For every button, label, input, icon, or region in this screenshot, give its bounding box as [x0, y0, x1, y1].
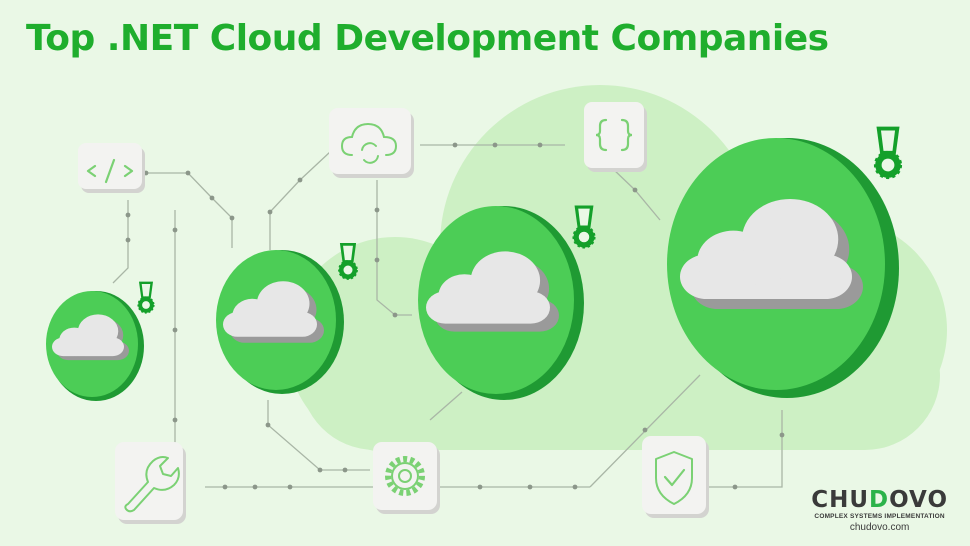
cloud-badge-2	[216, 250, 344, 394]
brand-name-start: CHU	[811, 487, 870, 513]
brand-name-end: OVO	[889, 487, 948, 513]
brand-tagline: COMPLEX SYSTEMS IMPLEMENTATION	[814, 513, 945, 520]
medal-icon	[136, 280, 156, 315]
cloud-sync-icon	[329, 108, 414, 178]
code-icon	[78, 143, 145, 193]
braces-icon	[584, 102, 647, 172]
brand-name-highlight: D	[869, 487, 890, 513]
cloud-badge-1	[46, 291, 144, 401]
cloud-badge-3	[418, 206, 584, 400]
cloud-badge-4	[667, 138, 899, 398]
brand-name: CHUDOVO	[811, 488, 948, 512]
shield-check-icon	[642, 436, 709, 518]
wrench-icon	[115, 442, 186, 524]
gear-icon	[373, 442, 440, 514]
page-title: Top .NET Cloud Development Companies	[26, 18, 829, 59]
brand-url: chudovo.com	[849, 522, 910, 533]
connector-dots	[125, 142, 785, 490]
brand-logo: CHUDOVO COMPLEX SYSTEMS IMPLEMENTATION c…	[811, 488, 948, 534]
medal-icon	[875, 127, 901, 178]
